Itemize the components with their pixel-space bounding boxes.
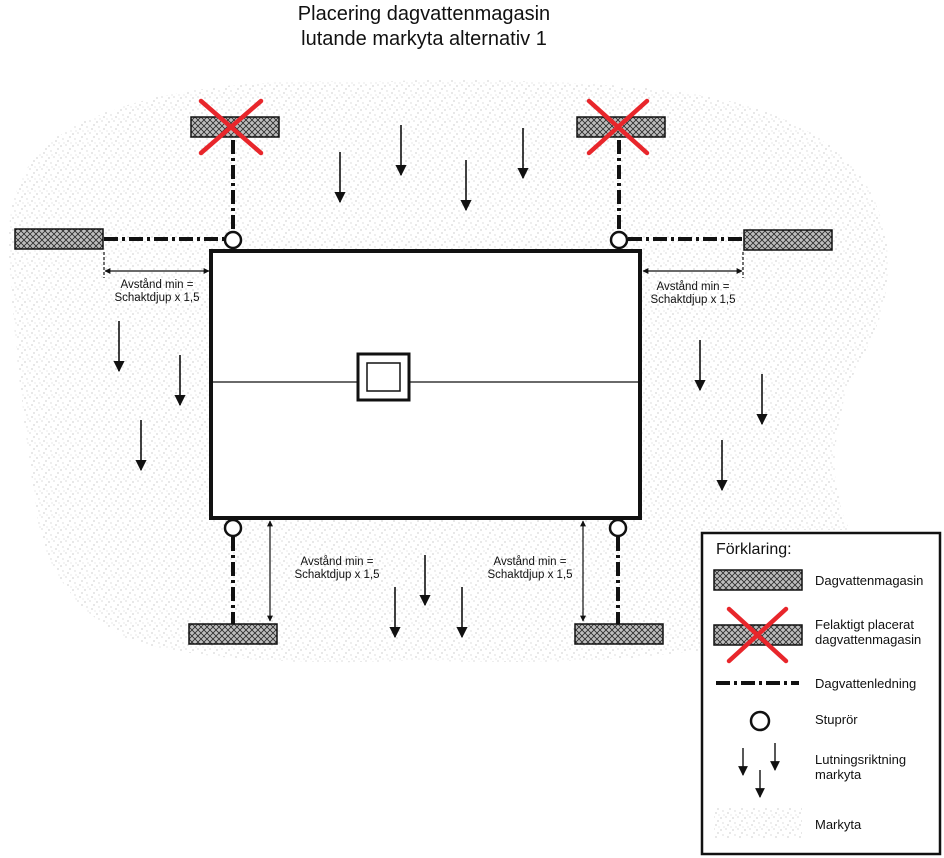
legend-label-slope-line2: markyta (815, 767, 862, 782)
dimension-label-line2: Schaktdjup x 1,5 (114, 292, 200, 304)
legend-label-basin: Dagvattenmagasin (815, 573, 924, 588)
dimension-label-line2: Schaktdjup x 1,5 (487, 569, 573, 581)
stormwater-pipes (104, 140, 743, 624)
legend-label-wrong-basin-line1: Felaktigt placerat (815, 617, 914, 632)
legend-stipple-icon (714, 808, 802, 838)
dimension-label-line1: Avstånd min = (656, 281, 730, 293)
slope-arrows (113, 125, 768, 639)
legend-label-slope-line1: Lutningsriktning (815, 752, 907, 767)
dimension-label-bottom-right: Avstånd min = Schaktdjup x 1,5 (475, 556, 585, 582)
legend-label-pipe: Dagvattenledning (815, 676, 917, 691)
basin-right (743, 229, 833, 251)
basin-bottom-left (188, 623, 278, 645)
dimension-label-line1: Avstånd min = (493, 556, 567, 568)
legend-box (700, 531, 942, 856)
dimension-label-line2: Schaktdjup x 1,5 (650, 294, 736, 306)
basin-bottom-right (574, 623, 664, 645)
downpipe-top-left (223, 230, 243, 250)
basin-left (14, 228, 104, 250)
legend-label-wrong-basin-line2: dagvattenmagasin (815, 632, 922, 647)
dimension-label-line2: Schaktdjup x 1,5 (294, 569, 380, 581)
downpipe-bottom-right (608, 518, 628, 538)
basin-top-left-wrong (190, 116, 280, 138)
legend-basin-icon (713, 569, 803, 591)
wrong-placement-crosses (198, 98, 650, 156)
dimension-lines (103, 252, 744, 622)
building (209, 249, 642, 520)
dimension-label-right: Avstånd min = Schaktdjup x 1,5 (638, 281, 748, 307)
legend-arrows-icon (738, 743, 780, 798)
dimension-label-bottom-left: Avstånd min = Schaktdjup x 1,5 (282, 556, 392, 582)
dimension-label-left: Avstånd min = Schaktdjup x 1,5 (102, 279, 212, 305)
legend-cross-icon (726, 606, 789, 664)
diagram-title-line1: Placering dagvattenmagasin (297, 3, 551, 25)
diagram-title-line2: lutande markyta alternativ 1 (301, 28, 547, 50)
legend-title: Förklaring: (716, 541, 792, 558)
downpipe-top-right (609, 230, 629, 250)
downpipes (223, 230, 629, 538)
downpipe-bottom-left (223, 518, 243, 538)
legend-label-wrong-basin: Felaktigt placerat dagvattenmagasin (815, 617, 921, 647)
legend-label-downpipe: Stuprör (815, 712, 858, 727)
legend-label-ground: Markyta (815, 817, 862, 832)
dimension-label-line1: Avstånd min = (120, 279, 194, 291)
legend-label-slope: Lutningsriktning markyta (815, 752, 906, 782)
legend-downpipe-icon (749, 710, 771, 732)
dimension-label-line1: Avstånd min = (300, 556, 374, 568)
